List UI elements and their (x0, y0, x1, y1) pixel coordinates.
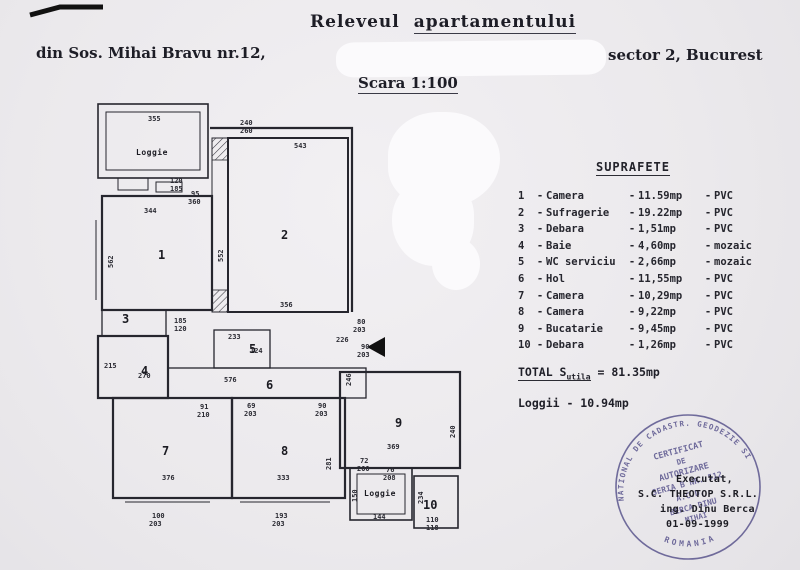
plan-walls (95, 103, 462, 529)
total-label: TOTAL S (518, 365, 567, 380)
legend-row: 7-Camera-10,29mp-PVC (518, 289, 733, 302)
room4-outline (96, 334, 170, 400)
room7-outline (111, 396, 234, 500)
execution-date: 01-09-1999 (666, 519, 730, 530)
redaction-blob-plan (432, 238, 480, 290)
total-subscript: utila (566, 372, 591, 382)
legend-row: 9-Bucatarie-9,45mp-PVC (518, 322, 733, 335)
room10-outline (413, 475, 459, 529)
room2-outline (227, 137, 349, 313)
room6-outline (167, 367, 367, 399)
title-word2: apartamentului (413, 12, 577, 34)
room9-outline (338, 370, 462, 470)
address-right: sector 2, Bucurest (608, 46, 763, 64)
total-value: = 81.35mp (597, 365, 660, 380)
total-area-line: TOTAL Sutila = 81.35mp (518, 365, 784, 382)
room1-outline (100, 194, 214, 312)
legend-row: 6-Hol-11,55mp-PVC (518, 272, 733, 285)
scan-artifact-mark (29, 4, 103, 18)
page-title: Releveul apartamentului (310, 12, 577, 34)
stamp-line2: DE (676, 456, 688, 467)
loggii-area-line: Loggii - 10.94mp (518, 395, 629, 410)
legend-row: 10-Debara-1,26mp-PVC (518, 339, 733, 352)
legend-row: 8-Camera-9,22mp-PVC (518, 306, 733, 319)
north-arrow-icon (367, 337, 385, 357)
legend-heading: SUPRAFETE (595, 160, 671, 176)
areas-legend: SUPRAFETE 1-Camera-11.59mp-PVC 2-Sufrager… (518, 160, 784, 410)
legend-row: 1-Camera-11.59mp-PVC (518, 190, 733, 202)
executor-company: S.C. THEOTOP S.R.L. (638, 489, 759, 500)
legend-row: 2-Sufragerie-19.22mp-PVC (518, 206, 733, 219)
legend-rows: 1-Camera-11.59mp-PVC 2-Sufragerie-19.22mp… (518, 190, 784, 351)
loggia-top-outline (97, 103, 209, 179)
legend-row: 5-WC serviciu-2,66mp-mozaic (518, 256, 752, 269)
room8-outline (230, 396, 347, 500)
scale-label: Scara 1:100 (358, 74, 458, 94)
loggia-bottom-outline (349, 467, 413, 521)
room5-outline (213, 329, 271, 369)
legend-row: 3-Debara-1,51mp-PVC (518, 223, 733, 236)
title-word1: Releveul (310, 12, 400, 32)
address-left: din Sos. Mihai Bravu nr.12, (36, 44, 266, 62)
room3-outline (101, 309, 167, 337)
legend-row: 4-Baie-4,60mp-mozaic (518, 239, 752, 252)
executor-engineer: ing. Dinu Berca (660, 504, 755, 515)
executed-by-label: Executat, (676, 474, 733, 485)
redaction-blob-address (335, 39, 607, 78)
